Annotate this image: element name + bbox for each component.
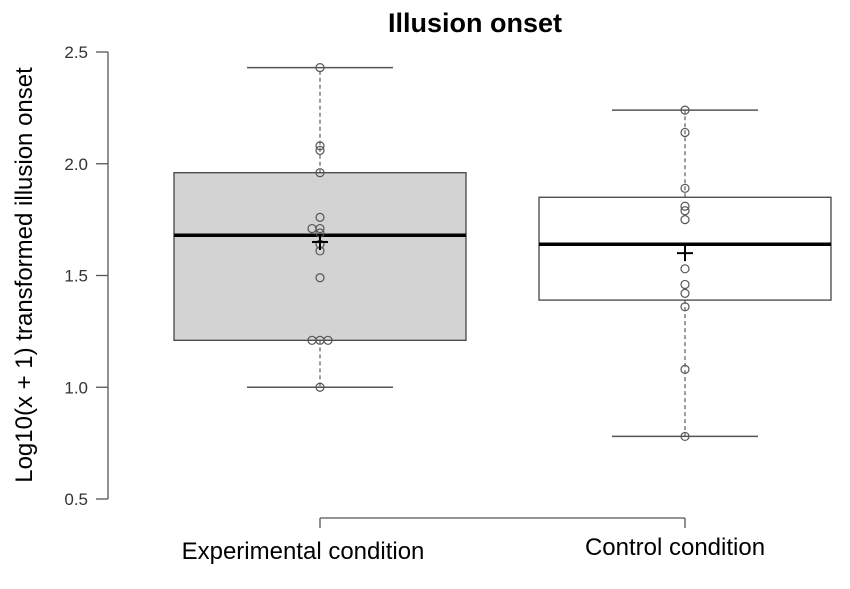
- data-point: [315, 63, 325, 73]
- data-point: [315, 141, 325, 151]
- box-group-1: [538, 105, 832, 442]
- data-point: [680, 206, 690, 216]
- data-point: [323, 335, 333, 345]
- box-group-0: [173, 63, 467, 392]
- mean-marker: [677, 245, 693, 262]
- data-point: [680, 302, 690, 312]
- data-point: [680, 183, 690, 193]
- mean-marker: [312, 233, 328, 250]
- boxes: [173, 63, 832, 442]
- y-tick-label: 0.5: [64, 490, 88, 509]
- data-point: [680, 364, 690, 374]
- iqr-box: [173, 172, 467, 341]
- data-point: [315, 273, 325, 283]
- y-tick-label: 1.0: [64, 378, 88, 397]
- data-point: [680, 431, 690, 442]
- y-tick-label: 2.0: [64, 155, 88, 174]
- data-point: [680, 127, 690, 138]
- data-point: [680, 105, 690, 115]
- data-point: [315, 382, 325, 392]
- data-point: [680, 264, 690, 274]
- x-category-label: Control condition: [585, 534, 765, 561]
- data-point: [315, 145, 325, 155]
- data-point: [307, 335, 317, 345]
- x-category-label: Experimental condition: [182, 538, 425, 565]
- data-point: [680, 215, 690, 225]
- data-point: [680, 201, 690, 211]
- data-point: [315, 212, 325, 222]
- data-point: [315, 168, 325, 178]
- data-point: [680, 279, 690, 290]
- y-axis-label: Log10(x + 1) transformed illusion onset: [11, 67, 38, 483]
- y-tick-label: 2.5: [64, 43, 88, 62]
- y-tick-label: 1.5: [64, 267, 88, 286]
- data-point: [680, 288, 690, 298]
- chart-title: Illusion onset: [388, 8, 562, 38]
- data-point: [307, 223, 317, 234]
